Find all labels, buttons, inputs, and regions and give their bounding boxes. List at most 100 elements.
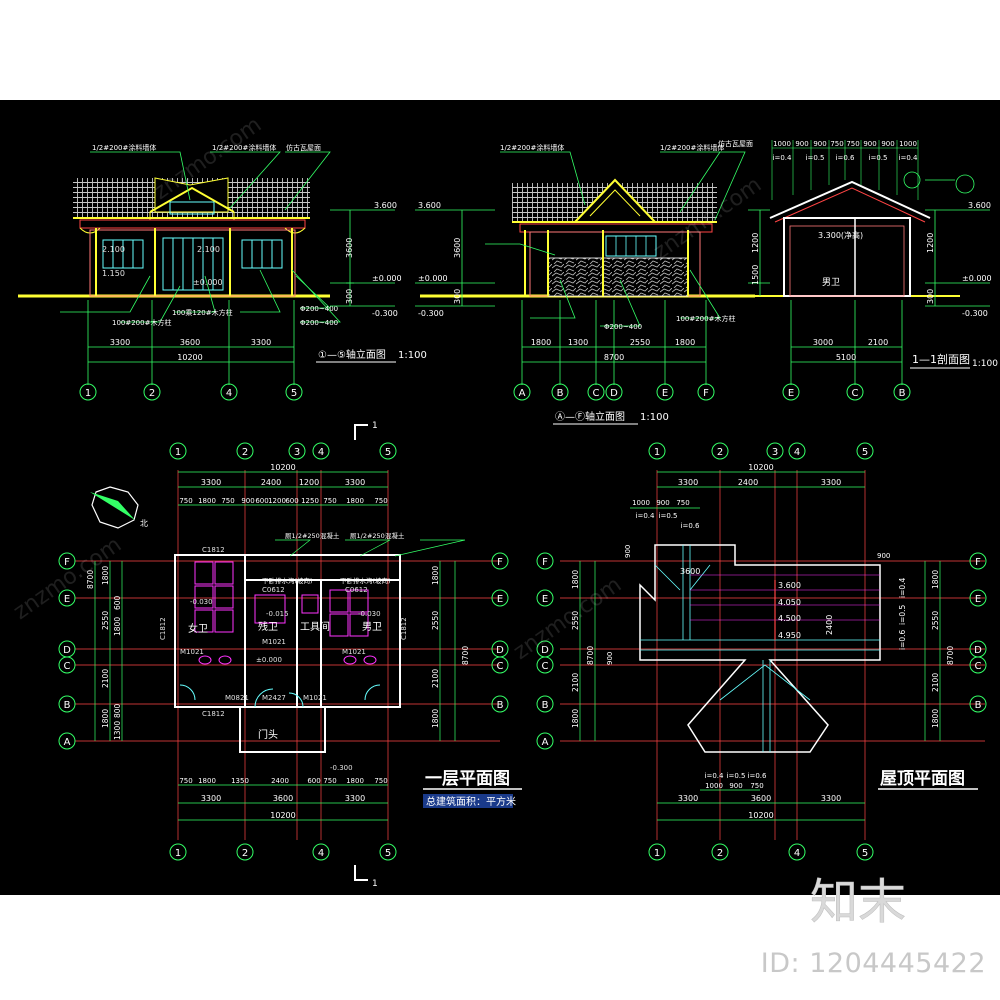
svg-text:±0.000: ±0.000: [418, 274, 448, 283]
svg-text:3.600: 3.600: [778, 581, 801, 590]
svg-text:北: 北: [140, 519, 148, 528]
svg-text:±0.000: ±0.000: [372, 274, 402, 283]
svg-text:3: 3: [294, 447, 300, 458]
svg-text:i=0.5: i=0.5: [869, 154, 888, 162]
svg-text:±0.000: ±0.000: [256, 656, 282, 664]
svg-text:男卫: 男卫: [822, 277, 840, 288]
svg-text:C: C: [975, 661, 982, 672]
svg-text:i=0.5: i=0.5: [659, 512, 678, 520]
znzmo-logo: 知末: [810, 874, 906, 930]
svg-text:3.600: 3.600: [374, 201, 397, 210]
svg-text:1800: 1800: [431, 709, 440, 728]
svg-text:3300: 3300: [201, 794, 221, 803]
svg-text:F: F: [703, 388, 709, 399]
svg-text:5100: 5100: [836, 353, 856, 362]
svg-text:i=0.6: i=0.6: [836, 154, 855, 162]
svg-text:750: 750: [323, 497, 336, 505]
svg-text:总建筑面积：平方米: 总建筑面积：平方米: [426, 795, 516, 808]
svg-text:门头: 门头: [258, 728, 278, 741]
svg-text:2400: 2400: [825, 615, 834, 635]
svg-text:4: 4: [794, 447, 800, 458]
svg-text:2: 2: [717, 447, 723, 458]
svg-text:2550: 2550: [630, 338, 650, 347]
section-roof: [769, 180, 931, 219]
svg-text:A: A: [542, 737, 549, 748]
svg-text:C1812: C1812: [159, 617, 167, 640]
svg-text:B: B: [557, 388, 564, 399]
svg-text:1800: 1800: [431, 566, 440, 585]
svg-text:1800: 1800: [346, 777, 364, 785]
svg-text:M1021: M1021: [342, 648, 366, 656]
svg-text:750: 750: [221, 497, 234, 505]
svg-text:1:100: 1:100: [398, 350, 427, 361]
svg-text:-0.015: -0.015: [266, 610, 289, 618]
svg-text:1300: 1300: [568, 338, 588, 347]
svg-text:E: E: [542, 594, 548, 605]
svg-text:3300: 3300: [345, 794, 365, 803]
svg-text:1350: 1350: [231, 777, 249, 785]
svg-text:1800: 1800: [675, 338, 695, 347]
svg-text:600: 600: [255, 497, 268, 505]
svg-text:C1812: C1812: [400, 617, 408, 640]
stone-base: [547, 257, 689, 297]
svg-text:1000: 1000: [773, 140, 791, 148]
svg-text:900: 900: [813, 140, 826, 148]
svg-text:B: B: [975, 700, 982, 711]
svg-text:C: C: [852, 388, 859, 399]
svg-text:-0.030: -0.030: [358, 610, 381, 618]
svg-text:2550: 2550: [101, 611, 110, 630]
svg-text:1800: 1800: [101, 709, 110, 728]
svg-text:i=0.4: i=0.4: [636, 512, 655, 520]
svg-text:10200: 10200: [270, 463, 295, 472]
svg-text:2400: 2400: [271, 777, 289, 785]
svg-text:1: 1: [175, 447, 181, 458]
svg-text:A: A: [519, 388, 526, 399]
svg-text:1: 1: [372, 421, 378, 431]
floor-plan: 女卫 残卫 工具间 男卫 门头 C1812 C1812 C1812 C1812 …: [58, 421, 522, 889]
svg-text:znzmo.com: znzmo.com: [509, 572, 626, 664]
svg-text:-0.300: -0.300: [330, 764, 353, 772]
svg-text:-0.300: -0.300: [372, 309, 398, 318]
svg-text:D: D: [610, 388, 618, 399]
svg-text:2100: 2100: [101, 669, 110, 688]
svg-text:B: B: [542, 700, 549, 711]
svg-text:1/2#200#涂料墙体: 1/2#200#涂料墙体: [92, 143, 156, 152]
svg-text:D: D: [541, 645, 549, 656]
svg-text:Φ200~400: Φ200~400: [300, 305, 338, 313]
svg-text:下卧排水沟(坡向): 下卧排水沟(坡向): [340, 576, 391, 585]
svg-text:900: 900: [877, 552, 890, 560]
svg-text:2.100: 2.100: [197, 245, 220, 254]
svg-text:1200: 1200: [268, 497, 286, 505]
svg-text:10200: 10200: [270, 811, 295, 820]
svg-text:3300: 3300: [201, 478, 221, 487]
elevation-front: 2.100 1.150 2.100 ±0.000 1/2#200#涂料墙体 1/…: [18, 143, 427, 401]
section-title: 1—1剖面图: [912, 352, 970, 366]
svg-text:5: 5: [862, 447, 868, 458]
svg-text:C: C: [64, 661, 71, 672]
svg-text:i=0.4: i=0.4: [705, 772, 724, 780]
svg-text:1800: 1800: [198, 497, 216, 505]
svg-text:F: F: [64, 557, 70, 568]
svg-text:下卧排水沟(坡向): 下卧排水沟(坡向): [262, 576, 313, 585]
svg-text:1800: 1800: [531, 338, 551, 347]
svg-text:8700: 8700: [86, 570, 95, 589]
svg-text:600: 600: [307, 777, 320, 785]
svg-text:900: 900: [863, 140, 876, 148]
svg-text:E: E: [662, 388, 668, 399]
svg-text:3600: 3600: [751, 794, 771, 803]
svg-text:2550: 2550: [431, 611, 440, 630]
svg-text:i=0.4: i=0.4: [899, 154, 918, 162]
svg-text:-0.030: -0.030: [190, 598, 213, 606]
svg-text:C: C: [497, 661, 504, 672]
svg-text:3300: 3300: [678, 794, 698, 803]
svg-text:300: 300: [345, 289, 354, 304]
svg-text:10200: 10200: [177, 353, 202, 362]
svg-text:F: F: [497, 557, 503, 568]
svg-text:1: 1: [372, 879, 378, 889]
svg-text:仿古瓦屋面: 仿古瓦屋面: [718, 139, 753, 148]
svg-text:1200: 1200: [751, 233, 760, 253]
svg-text:B: B: [497, 700, 504, 711]
svg-text:工具间: 工具间: [300, 620, 330, 633]
svg-text:仿古瓦屋面: 仿古瓦屋面: [286, 143, 321, 152]
svg-text:8700: 8700: [586, 646, 595, 665]
